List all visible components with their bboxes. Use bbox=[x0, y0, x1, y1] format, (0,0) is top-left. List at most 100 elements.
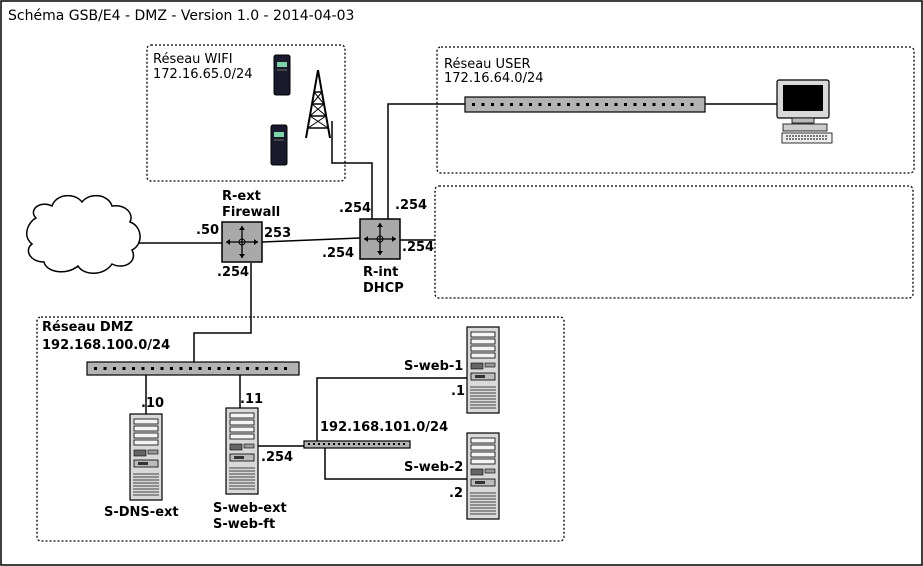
switch-port bbox=[141, 367, 145, 370]
wifi-zone-subnet: 172.16.65.0/24 bbox=[153, 67, 253, 82]
switch-port bbox=[160, 367, 164, 370]
switch-port bbox=[538, 103, 542, 106]
switch-port bbox=[481, 103, 485, 106]
server-tower-icon-web1 bbox=[466, 326, 500, 414]
switch-port bbox=[132, 367, 135, 370]
zone-dmz bbox=[36, 316, 565, 542]
switch-port bbox=[348, 443, 350, 445]
zone-wifi bbox=[146, 44, 346, 182]
switch-port bbox=[308, 443, 310, 445]
switch-port bbox=[333, 443, 335, 445]
diagram-title: Schéma GSB/E4 - DMZ - Version 1.0 - 2014… bbox=[8, 8, 354, 24]
switch-port bbox=[500, 103, 504, 106]
switch-port bbox=[274, 367, 278, 370]
switch-port bbox=[662, 103, 665, 106]
switch-port bbox=[403, 443, 405, 445]
link-rint-user-switch bbox=[387, 103, 465, 220]
switch-icon-web bbox=[303, 440, 411, 449]
switch-port bbox=[265, 367, 268, 370]
switch-port bbox=[151, 367, 154, 370]
switch-port bbox=[170, 367, 173, 370]
switch-port bbox=[671, 103, 675, 106]
switch-port bbox=[557, 103, 561, 106]
ip-dns: .10 bbox=[141, 396, 164, 411]
switch-port bbox=[255, 367, 259, 370]
switch-port bbox=[605, 103, 608, 106]
zone-empty bbox=[434, 185, 914, 299]
ip-rext-to-rint: 253 bbox=[264, 226, 291, 241]
switch-port bbox=[246, 367, 249, 370]
user-zone-subnet: 172.16.64.0/24 bbox=[444, 71, 544, 86]
switch-port bbox=[353, 443, 355, 445]
switch-port bbox=[529, 103, 532, 106]
web-subnet: 192.168.101.0/24 bbox=[320, 420, 448, 435]
link-rext-rint bbox=[261, 237, 361, 243]
switch-port bbox=[368, 443, 370, 445]
switch-port bbox=[198, 367, 202, 370]
switch-port bbox=[567, 103, 570, 106]
rext-name: R-ext bbox=[222, 189, 261, 204]
switch-port bbox=[208, 367, 211, 370]
wifi-zone-name: Réseau WIFI bbox=[153, 52, 233, 67]
switch-port bbox=[388, 443, 390, 445]
server-name-webft: S-web-ft bbox=[213, 517, 275, 532]
ip-webext-2: .254 bbox=[261, 450, 293, 465]
switch-port bbox=[614, 103, 618, 106]
switch-port bbox=[236, 367, 240, 370]
switch-port bbox=[690, 103, 694, 106]
switch-port bbox=[652, 103, 656, 106]
switch-port bbox=[548, 103, 551, 106]
switch-port bbox=[519, 103, 523, 106]
links bbox=[138, 103, 778, 480]
switch-port bbox=[393, 443, 395, 445]
mobile-device-icon-2 bbox=[270, 124, 288, 166]
switch-port bbox=[398, 443, 400, 445]
switch-port bbox=[358, 443, 360, 445]
dmz-zone-name: Réseau DMZ bbox=[42, 320, 133, 335]
switch-port bbox=[383, 443, 385, 445]
server-tower-icon-webext bbox=[225, 407, 259, 495]
ip-rint-from-rext: .254 bbox=[322, 246, 354, 261]
rint-role: DHCP bbox=[363, 281, 404, 296]
switch-port bbox=[681, 103, 684, 106]
switch-port bbox=[94, 367, 97, 370]
dmz-zone-subnet: 192.168.100.0/24 bbox=[42, 338, 170, 353]
server-tower-icon-dns bbox=[129, 413, 163, 501]
ip-web1: .1 bbox=[451, 384, 465, 399]
ip-rext-dmz: .254 bbox=[217, 265, 249, 280]
server-name-dns: S-DNS-ext bbox=[104, 505, 179, 520]
link-switch2-web1 bbox=[316, 377, 480, 441]
link-rint-wifi bbox=[331, 121, 373, 220]
switch-port bbox=[122, 367, 126, 370]
switch-port bbox=[323, 443, 325, 445]
link-switch2-web2 bbox=[324, 448, 480, 480]
zone-user bbox=[436, 46, 915, 174]
switch-port bbox=[113, 367, 116, 370]
switch-port bbox=[586, 103, 589, 106]
switch-port bbox=[318, 443, 320, 445]
link-rext-dmz-switch bbox=[193, 263, 252, 362]
router-icon-rext bbox=[221, 221, 263, 263]
ip-rext-internet: .50 bbox=[196, 223, 219, 238]
server-name-web2: S-web-2 bbox=[404, 460, 463, 475]
switch-port bbox=[378, 443, 380, 445]
user-zone-name: Réseau USER bbox=[444, 57, 531, 72]
switch-port bbox=[576, 103, 580, 106]
ip-rint-user: .254 bbox=[395, 198, 427, 213]
ip-web2: .2 bbox=[449, 486, 463, 501]
server-name-webext: S-web-ext bbox=[213, 501, 287, 516]
switch-port bbox=[624, 103, 627, 106]
router-icon-rint bbox=[359, 218, 401, 260]
internet-cloud-icon bbox=[26, 194, 141, 274]
switch-port bbox=[491, 103, 494, 106]
switch-port bbox=[338, 443, 340, 445]
switch-port bbox=[595, 103, 599, 106]
ip-webext: .11 bbox=[240, 392, 263, 407]
switch-port bbox=[510, 103, 513, 106]
antenna-tower-icon bbox=[305, 69, 331, 139]
server-tower-icon-web2 bbox=[466, 432, 500, 520]
mobile-device-icon-1 bbox=[273, 54, 291, 96]
switch-port bbox=[363, 443, 365, 445]
switch-icon-dmz bbox=[86, 361, 300, 376]
